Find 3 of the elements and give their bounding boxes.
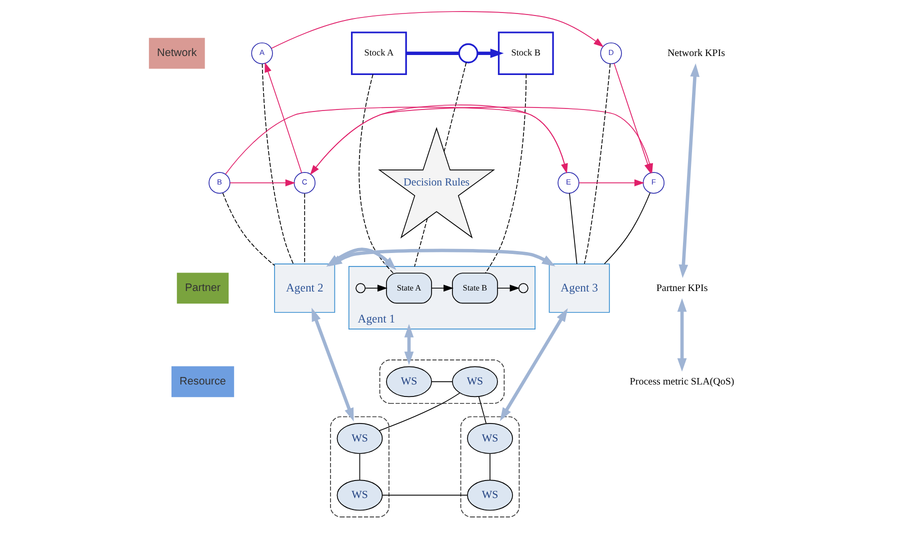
node-text: Partner KPIs [656,282,708,294]
node-text: Process metric SLA(QoS) [630,376,734,388]
node-text: Network KPIs [667,48,725,59]
